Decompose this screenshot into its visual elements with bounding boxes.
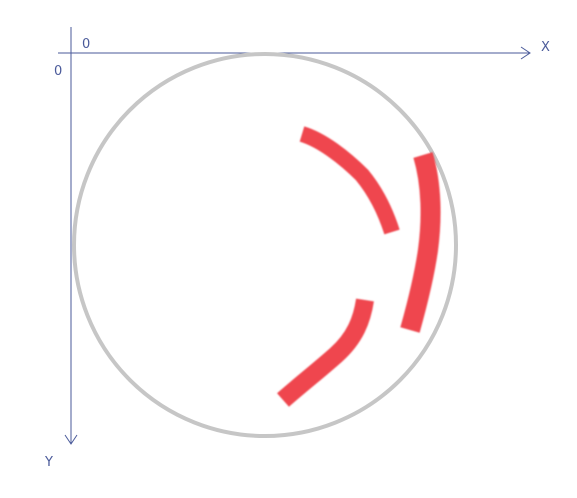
stroke-upper-arc: [299, 126, 400, 235]
stroke-lower-arc: [277, 298, 374, 407]
x-axis-label: X: [541, 40, 550, 55]
x-axis-arrowhead: [520, 46, 531, 60]
y-axis: Y 0: [44, 27, 78, 470]
y-origin-label: 0: [54, 64, 62, 79]
stroke-right-arc: [400, 152, 441, 333]
x-axis: X 0: [58, 37, 550, 60]
y-axis-arrowhead: [64, 434, 78, 445]
y-axis-label: Y: [44, 455, 53, 470]
circle-outline: [72, 52, 458, 438]
x-origin-label: 0: [82, 37, 90, 52]
red-strokes: [277, 126, 441, 407]
